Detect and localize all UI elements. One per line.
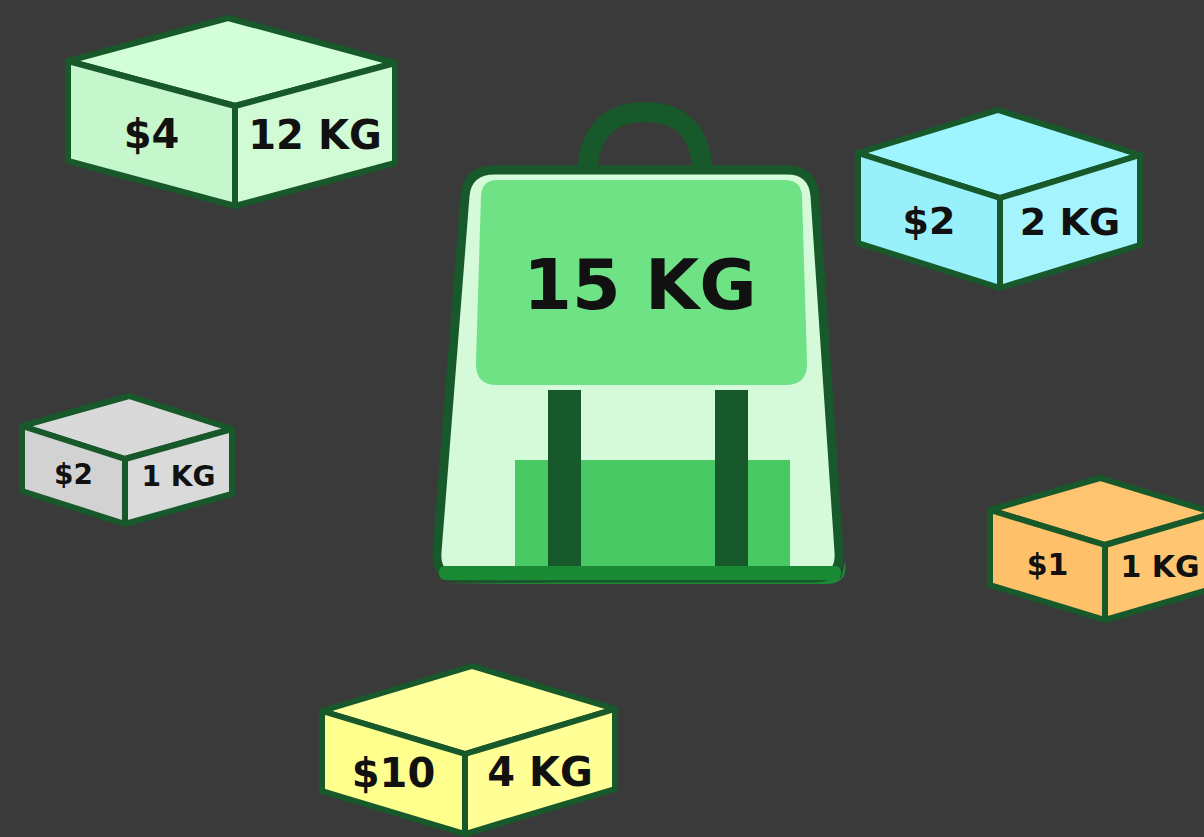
bag-strap xyxy=(548,390,581,566)
item-box: $1 1 KG xyxy=(986,474,1204,624)
knapsack: 15 KG xyxy=(425,100,855,595)
item-box: $10 4 KG xyxy=(318,662,619,837)
cube-outline xyxy=(18,392,236,528)
cube-side xyxy=(465,709,615,834)
item-value: $2 xyxy=(903,202,956,240)
cube-side xyxy=(235,63,395,206)
item-weight: 1 KG xyxy=(1120,552,1199,582)
cube-front xyxy=(322,711,465,834)
item-weight: 4 KG xyxy=(487,752,593,792)
cube-side xyxy=(125,429,232,524)
cube-front xyxy=(990,510,1105,620)
item-value: $2 xyxy=(54,461,93,489)
item-value: $1 xyxy=(1027,550,1069,580)
item-weight: 2 KG xyxy=(1020,203,1120,241)
cube-front xyxy=(68,61,235,206)
item-value: $10 xyxy=(352,753,436,793)
bag-strap xyxy=(715,390,748,566)
item-box: $2 2 KG xyxy=(854,106,1144,292)
item-box: $2 1 KG xyxy=(18,392,236,528)
bag-body xyxy=(437,170,839,578)
capacity-label: 15 KG xyxy=(523,250,756,320)
knapsack-outline xyxy=(425,100,855,595)
cube-front xyxy=(22,426,125,524)
cube-outline xyxy=(318,662,619,837)
cube-outline xyxy=(854,106,1144,292)
item-box: $4 12 KG xyxy=(64,14,399,210)
item-value: $4 xyxy=(124,114,180,154)
cube-side xyxy=(1105,513,1204,620)
item-weight: 1 KG xyxy=(142,463,216,491)
bag-bottom xyxy=(439,566,841,580)
bag-flap xyxy=(476,180,807,385)
cube-side xyxy=(1000,155,1140,288)
cube-front xyxy=(858,153,1000,288)
item-weight: 12 KG xyxy=(248,115,381,155)
cube-outline xyxy=(986,474,1204,624)
cube-outline xyxy=(64,14,399,210)
